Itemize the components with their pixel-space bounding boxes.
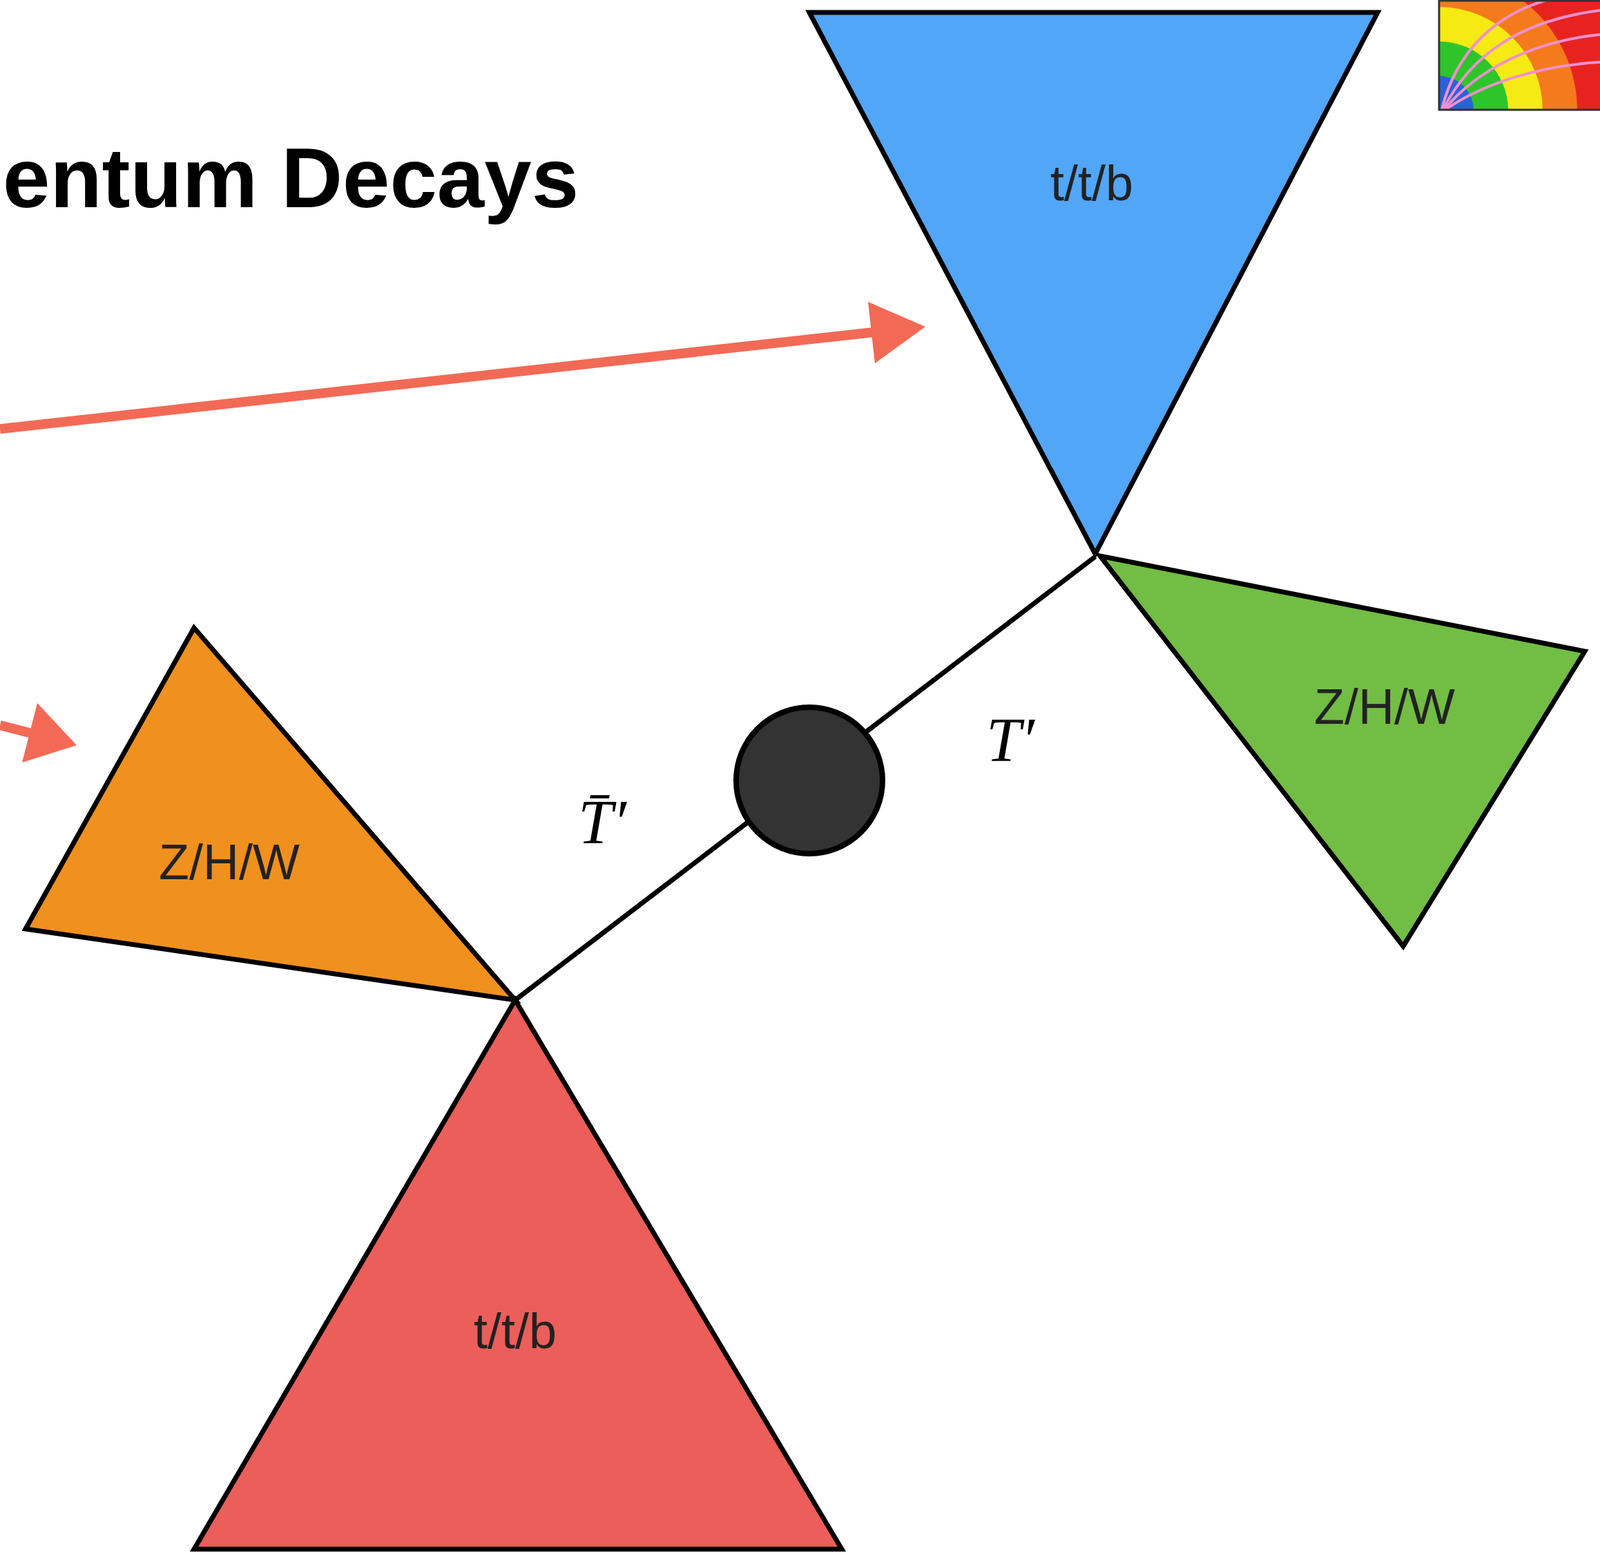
particle-symbol: T′	[986, 705, 1035, 775]
propagator-line	[515, 556, 1096, 1000]
triangle-outline	[805, 8, 1382, 558]
pointer-arrow	[0, 725, 35, 735]
pointer-arrow	[0, 332, 874, 429]
triangle-outline	[1095, 551, 1589, 951]
boson-triangle: Z/H/W	[21, 623, 520, 1005]
arrow-head	[22, 702, 77, 763]
slide-title: entum Decays	[2, 131, 579, 225]
particle-label: t/t/b	[1050, 156, 1134, 211]
particle-label: Z/H/W	[158, 834, 300, 890]
triangle-outline	[21, 623, 520, 1005]
decay-product-triangle: t/t/b	[805, 8, 1382, 558]
particle-label: Z/H/W	[1314, 679, 1455, 735]
triangle-outline	[189, 995, 846, 1554]
particle-symbol: T̄′	[577, 787, 627, 857]
arrow-head	[868, 301, 926, 364]
particle-label: t/t/b	[473, 1303, 557, 1359]
boson-triangle: Z/H/W	[1095, 551, 1589, 951]
production-vertex	[736, 707, 883, 854]
decay-product-triangle: t/t/b	[189, 995, 846, 1554]
